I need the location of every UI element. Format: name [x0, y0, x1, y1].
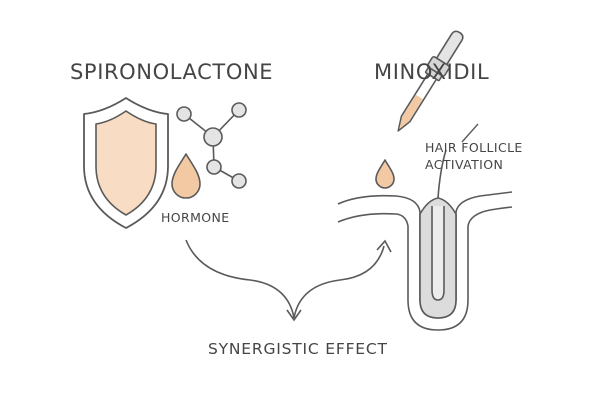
molecule-icon	[176, 102, 247, 189]
follicle-label-line1: HAIR FOLLICLE	[425, 140, 523, 155]
dropper-icon	[375, 30, 464, 189]
spironolactone-title: SPIRONOLACTONE	[70, 60, 274, 84]
shield-icon	[83, 97, 169, 229]
arrow-icon	[185, 239, 392, 322]
hormone-label: HORMONE	[161, 210, 230, 225]
hair-follicle-icon	[337, 149, 513, 331]
minoxidil-title: MINOXIDIL	[374, 60, 490, 84]
label-pointer-line	[461, 123, 479, 143]
synergistic-effect-label: SYNERGISTIC EFFECT	[208, 340, 388, 358]
follicle-label-line2: ACTIVATION	[425, 157, 504, 172]
droplet-icon	[171, 153, 201, 199]
